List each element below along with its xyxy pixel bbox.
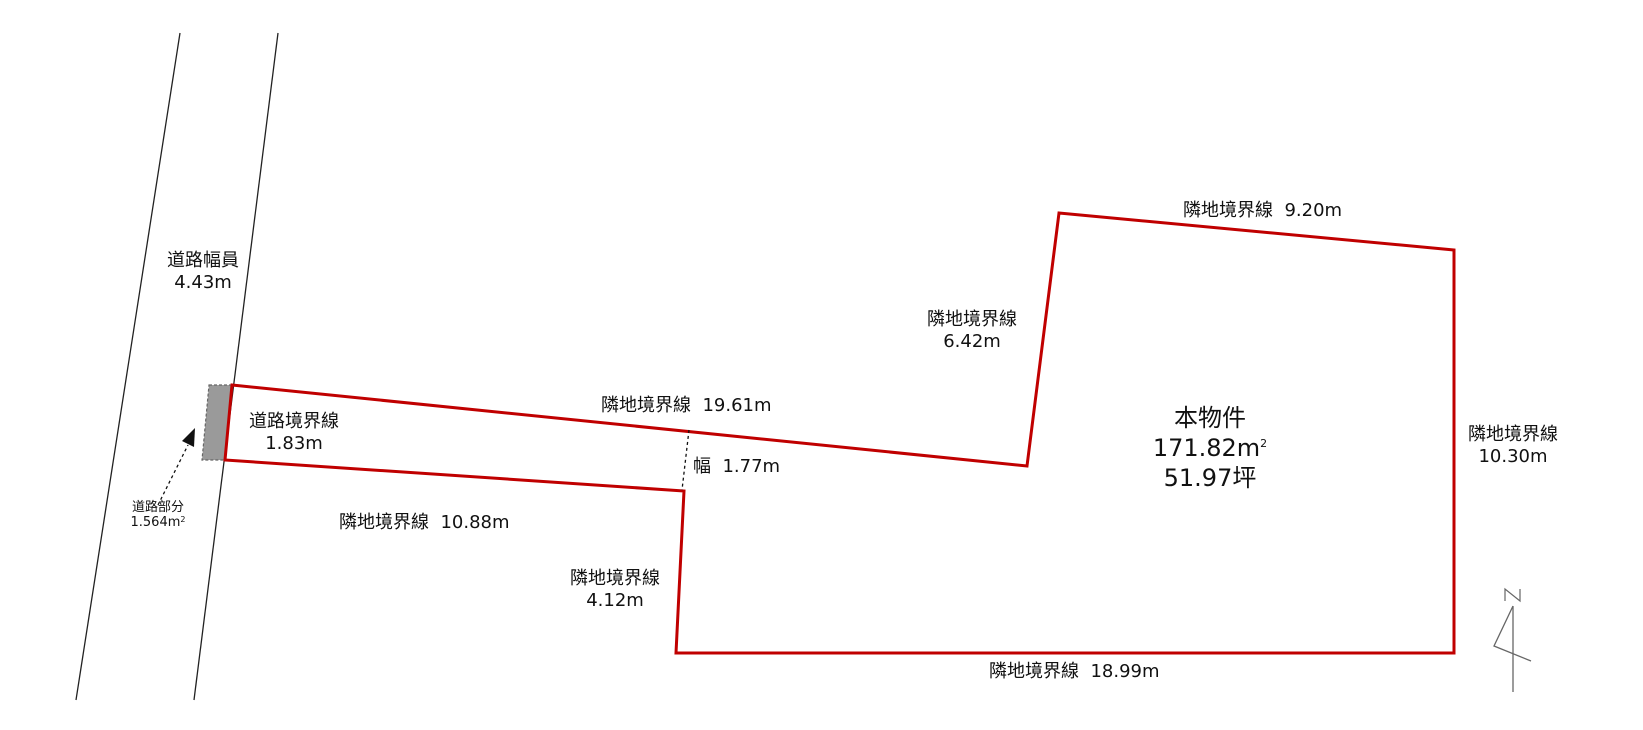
boundary-label-bottom-narrow: 隣地境界線 10.88m bbox=[339, 512, 510, 533]
property-area-sqm: 171.82m2 bbox=[1152, 434, 1268, 462]
boundary-label-top: 隣地境界線 9.20m bbox=[1183, 200, 1343, 221]
road-portion-label: 道路部分 1.564m2 bbox=[118, 500, 198, 530]
road-edge-east bbox=[193, 32, 279, 701]
road-portion-area bbox=[201, 384, 233, 461]
property-area-tsubo: 51.97坪 bbox=[1163, 464, 1257, 492]
road-width-title: 道路幅員 bbox=[167, 250, 239, 271]
road-boundary-label: 道路境界線 1.83m bbox=[234, 411, 354, 455]
road-boundary-value: 1.83m bbox=[265, 433, 323, 454]
boundary-label-left-inner: 隣地境界線 4.12m bbox=[570, 568, 660, 611]
property-boundary bbox=[223, 211, 1456, 655]
road-width-value: 4.43m bbox=[174, 272, 232, 293]
property-info: 本物件 171.82m2 51.97坪 bbox=[1130, 403, 1290, 493]
passage-width-label: 幅 1.77m bbox=[693, 456, 781, 477]
road-portion-title: 道路部分 bbox=[131, 500, 184, 515]
passage-width-line bbox=[681, 429, 690, 491]
boundary-label-right: 隣地境界線 10.30m bbox=[1468, 424, 1558, 467]
road-portion-value: 1.564m2 bbox=[130, 515, 186, 530]
boundary-label-bottom: 隣地境界線 18.99m bbox=[989, 661, 1160, 682]
property-title: 本物件 bbox=[1174, 404, 1246, 432]
road-width-label: 道路幅員 4.43m bbox=[143, 250, 263, 294]
north-arrow-icon bbox=[1493, 587, 1532, 692]
boundary-label-left-upper: 隣地境界線 6.42m bbox=[927, 309, 1017, 352]
road-edge-west bbox=[75, 32, 181, 701]
arrow-head-icon bbox=[182, 428, 195, 447]
boundary-label-top-narrow: 隣地境界線 19.61m bbox=[601, 395, 772, 416]
road-boundary-title: 道路境界線 bbox=[249, 411, 339, 432]
road-portion-leader bbox=[157, 444, 189, 506]
